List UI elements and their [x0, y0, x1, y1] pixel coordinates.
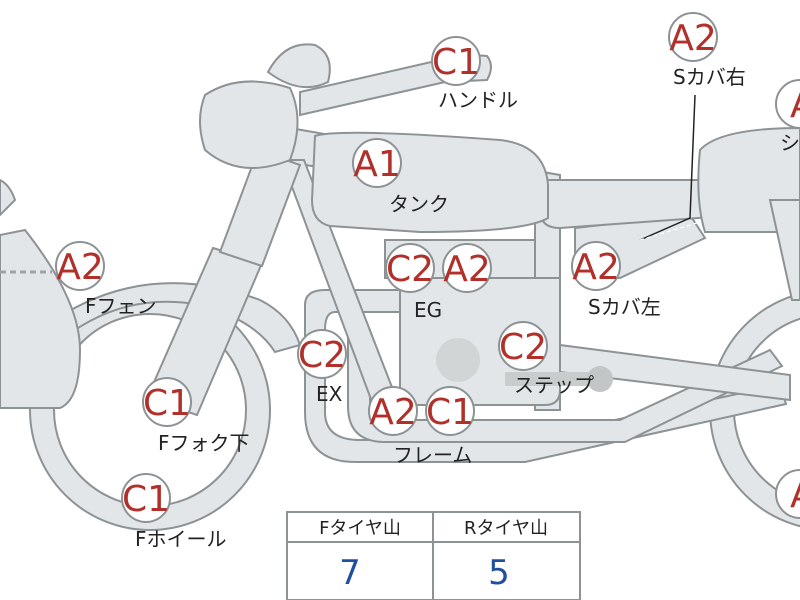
leader-s-cover-right-dash [639, 221, 701, 241]
svg-text:C1: C1 [143, 383, 191, 424]
table-value-front-tire: 7 [339, 553, 361, 593]
label-tank: タンク [389, 192, 449, 216]
svg-text:A: A [790, 85, 800, 126]
svg-text:A: A [790, 475, 800, 516]
front-cowl [0, 228, 82, 409]
badge-f-wheel: C1 [121, 473, 171, 523]
svg-text:A2: A2 [572, 247, 620, 288]
svg-text:A2: A2 [369, 392, 417, 433]
front-cowl-top [0, 178, 17, 217]
badge-eg-1: C2 [385, 243, 435, 293]
badge-frame-2: C1 [425, 386, 475, 436]
svg-text:A1: A1 [353, 144, 401, 185]
svg-text:A2: A2 [56, 247, 104, 288]
label-s-cover-left: Sカバ左 [588, 295, 661, 319]
svg-text:C2: C2 [298, 335, 346, 376]
badge-rear: A [775, 469, 800, 519]
rear-frame-rail [768, 199, 800, 301]
step-peg [587, 366, 613, 392]
svg-text:C1: C1 [426, 392, 474, 433]
leader-s-cover-right [639, 94, 696, 241]
table-value-rear-tire: 5 [488, 553, 510, 593]
svg-text:A2: A2 [443, 249, 491, 290]
table-header-front-tire: Fタイヤ山 [319, 518, 401, 539]
badge-s-cover-right: A2 [668, 12, 718, 62]
badge-f-fork-lower: C1 [142, 377, 192, 427]
table-header-rear-tire: Rタイヤ山 [464, 518, 548, 539]
label-s-cover-right: Sカバ右 [673, 65, 746, 89]
badge-eg-2: A2 [442, 243, 492, 293]
label-frame: フレーム [393, 443, 472, 467]
headlight [199, 80, 299, 169]
svg-text:C2: C2 [499, 327, 547, 368]
engine-cover-dot [436, 338, 480, 382]
badge-frame-1: A2 [368, 386, 418, 436]
badge-ex: C2 [297, 329, 347, 379]
mirror [266, 43, 331, 89]
label-handle: ハンドル [438, 88, 518, 112]
part-labels: ハンドル Sカバ右 シ タンク Fフェン EG Sカバ左 EX ステップ Fフォ… [85, 65, 800, 551]
label-f-fender: Fフェン [85, 294, 157, 318]
svg-text:C1: C1 [432, 42, 480, 83]
badge-step: C2 [498, 321, 548, 371]
svg-text:C2: C2 [386, 249, 434, 290]
badge-handle: C1 [431, 36, 481, 86]
tire-tread-table: Fタイヤ山 Rタイヤ山 7 5 [286, 511, 581, 600]
grade-badges: C1 A2 A A1 A2 C2 A2 A2 C2 C2 A2 C1 C1 C1… [55, 12, 800, 523]
badge-seat: A [775, 79, 800, 129]
label-f-wheel: Fホイール [135, 527, 227, 551]
label-ex: EX [316, 382, 343, 406]
badge-f-fender: A2 [55, 241, 105, 291]
step-bar [505, 372, 606, 386]
label-eg: EG [414, 298, 442, 322]
label-seat-partial: シ [780, 131, 800, 155]
label-f-fork-lower: Fフォク下 [158, 431, 250, 455]
svg-text:A2: A2 [669, 18, 717, 59]
badge-s-cover-left: A2 [571, 241, 621, 291]
svg-text:C1: C1 [122, 479, 170, 520]
fuel-tank [310, 131, 549, 234]
label-step: ステップ [514, 373, 594, 397]
badge-tank: A1 [352, 138, 402, 188]
